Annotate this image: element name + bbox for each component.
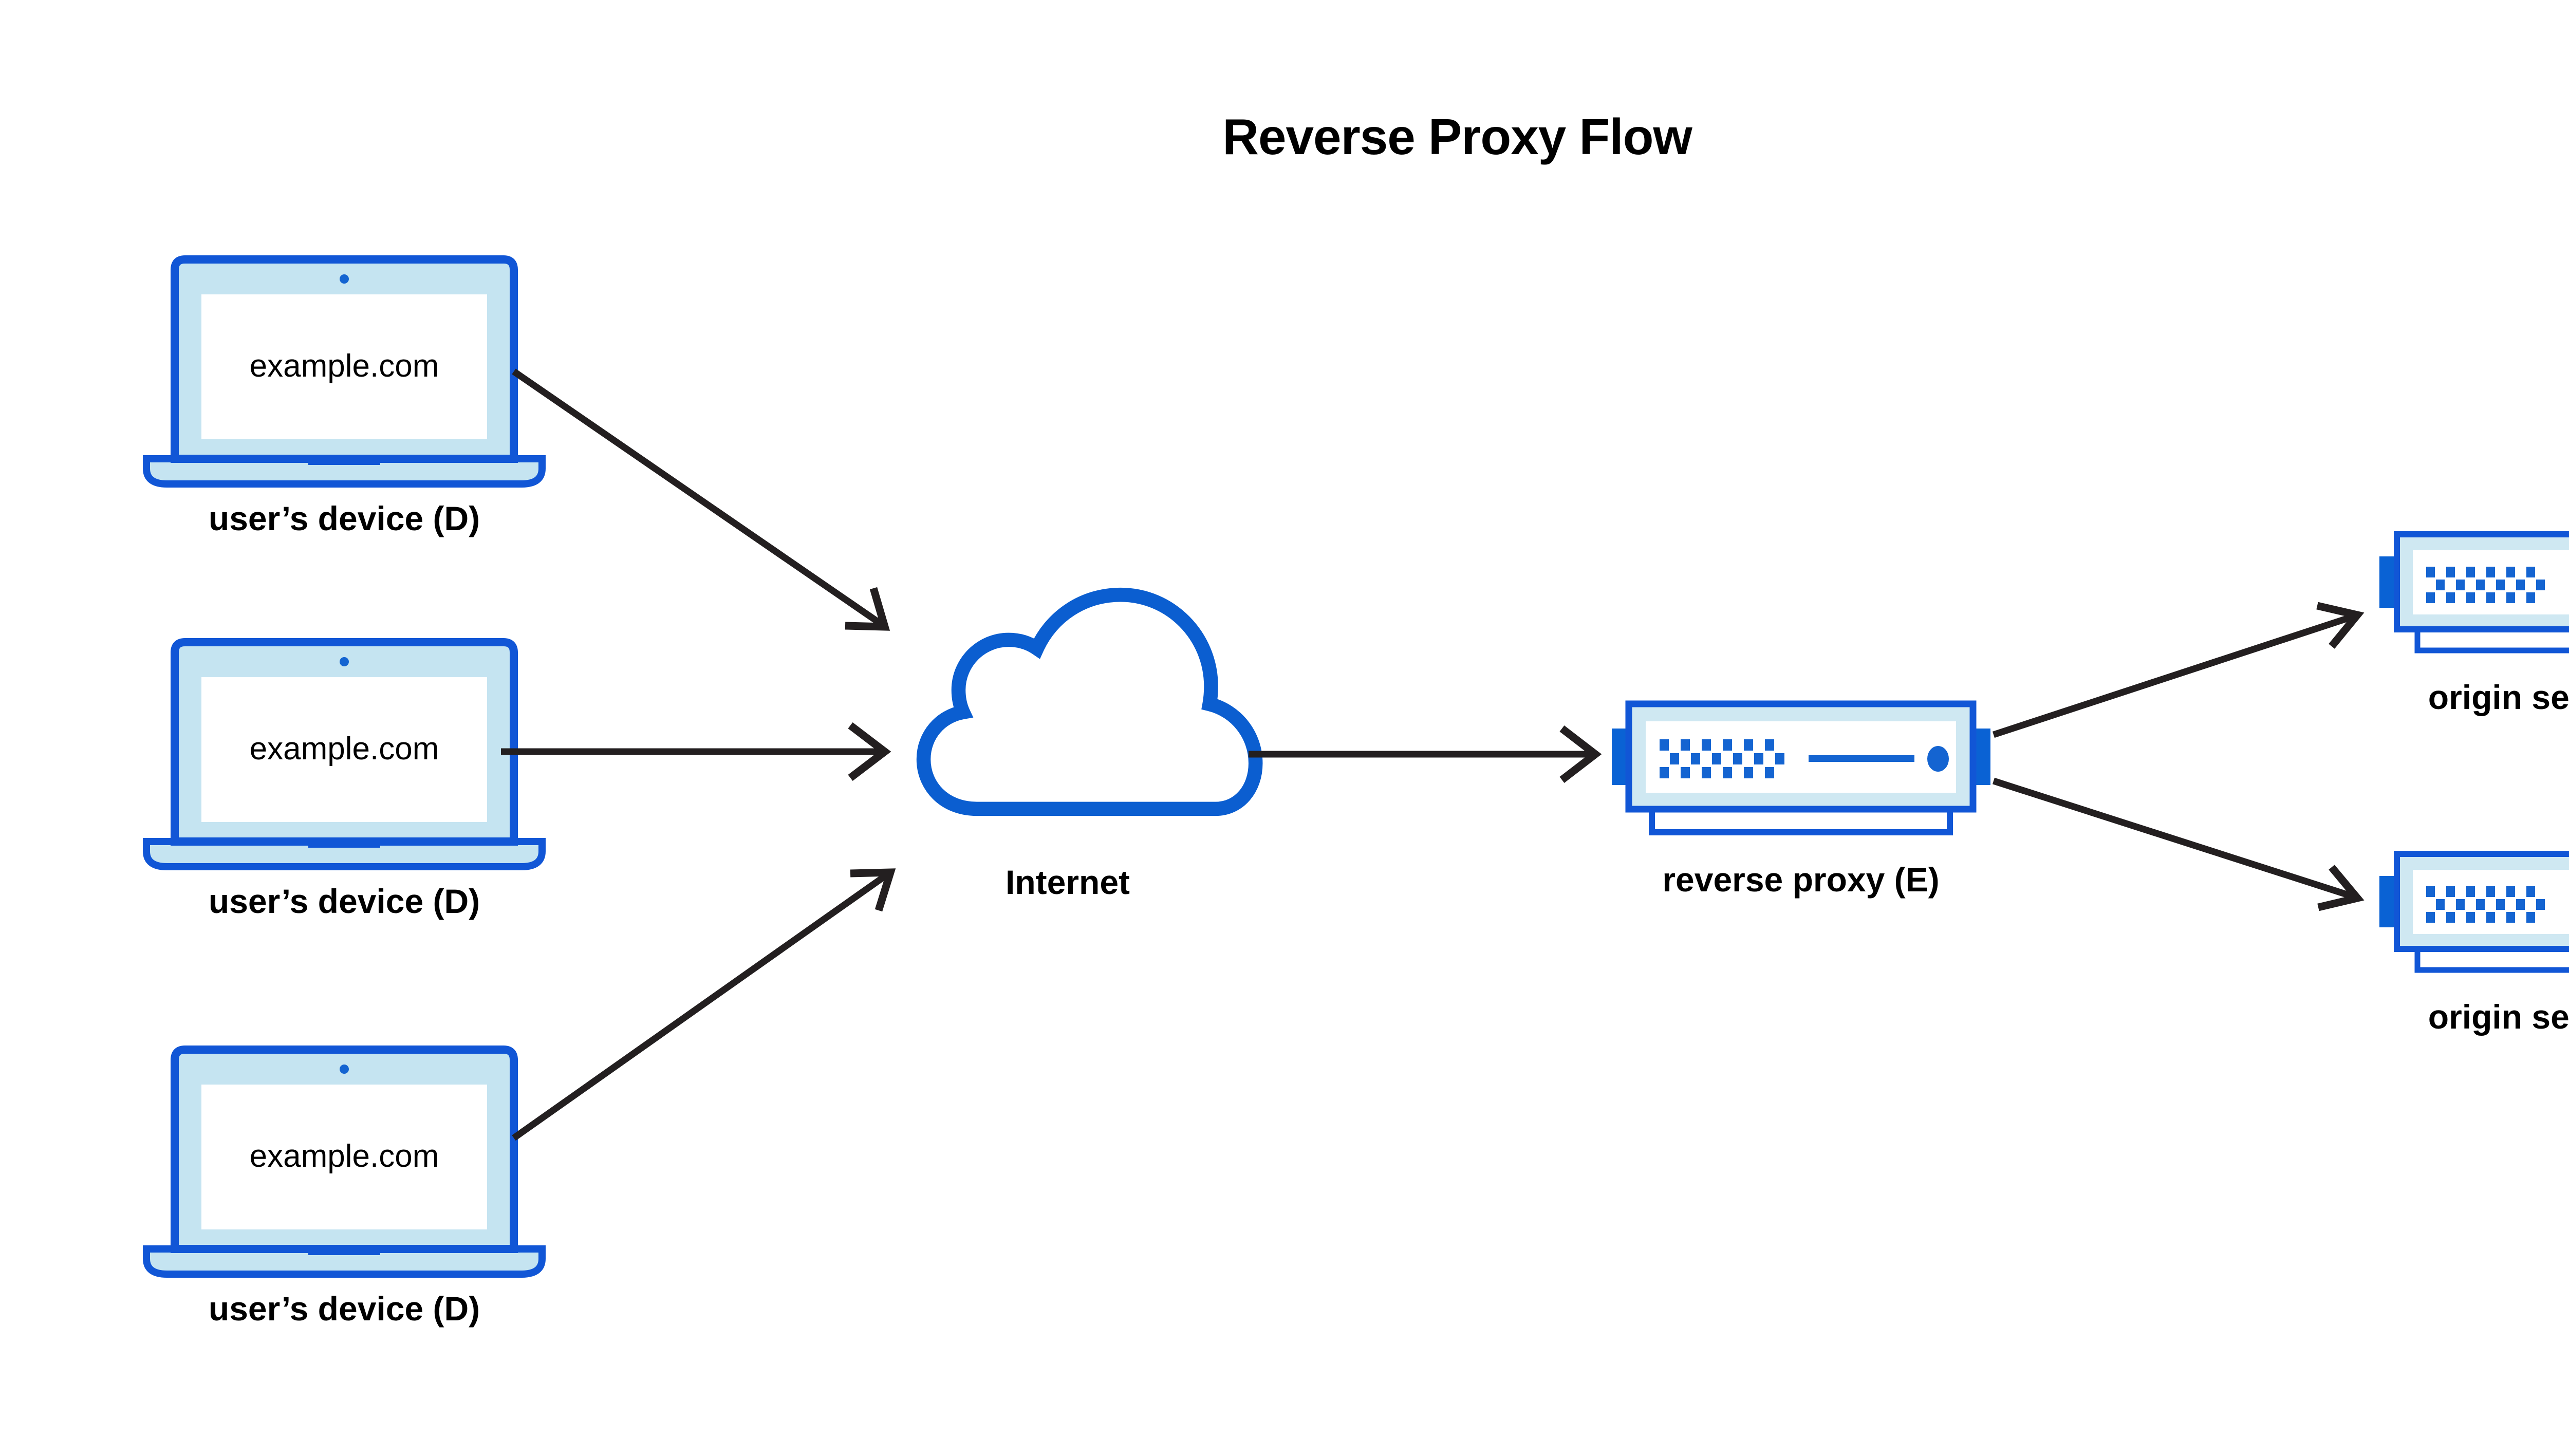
conn-proxy-to-origin-bottom bbox=[1993, 777, 2365, 911]
laptop-screen bbox=[201, 294, 487, 439]
reverse-proxy-label: reverse proxy (E) bbox=[1662, 861, 1939, 899]
internet-label: Internet bbox=[1006, 863, 1130, 901]
origin-bottom: origin server (F) bbox=[2379, 851, 2569, 1036]
device-label: user’s device (D) bbox=[209, 882, 480, 920]
origin-top: origin server (F) bbox=[2379, 531, 2569, 716]
conn-proxy-to-origin-top bbox=[1992, 602, 2365, 738]
device-label: user’s device (D) bbox=[209, 499, 480, 537]
server-vent-grid bbox=[1660, 739, 1784, 778]
server-status-dot bbox=[1927, 746, 1949, 772]
internet-cloud: Internet bbox=[916, 587, 1263, 901]
device-label: user’s device (D) bbox=[209, 1290, 480, 1328]
device-screen-text: example.com bbox=[250, 348, 439, 384]
device-middle: example.com user’s device (D) bbox=[143, 638, 546, 920]
laptop-icon bbox=[143, 255, 546, 488]
laptop-base bbox=[143, 1245, 546, 1278]
device-screen-text: example.com bbox=[250, 731, 439, 767]
server-vent-grid bbox=[2426, 886, 2545, 923]
laptop-base bbox=[143, 455, 546, 488]
server-icon bbox=[1612, 700, 1990, 835]
device-screen-text: example.com bbox=[250, 1138, 439, 1174]
conn-device-bottom-to-internet bbox=[512, 868, 896, 1141]
laptop-camera-icon bbox=[340, 1065, 349, 1074]
reverse-proxy: reverse proxy (E) bbox=[1612, 700, 1990, 899]
conn-device-top-to-internet bbox=[512, 368, 890, 631]
server-icon bbox=[2379, 851, 2569, 973]
page-title: Reverse Proxy Flow bbox=[1222, 108, 1692, 165]
device-bottom: example.com user’s device (D) bbox=[143, 1046, 546, 1328]
origin-server-label: origin server (F) bbox=[2428, 678, 2569, 716]
conn-internet-to-proxy bbox=[1249, 725, 1602, 783]
device-top: example.com user’s device (D) bbox=[143, 255, 546, 537]
laptop-base bbox=[143, 838, 546, 870]
origin-server-label: origin server (F) bbox=[2428, 998, 2569, 1036]
server-status-line bbox=[1809, 755, 1914, 762]
laptop-icon bbox=[143, 638, 546, 870]
laptop-icon bbox=[143, 1046, 546, 1278]
laptop-camera-icon bbox=[340, 657, 349, 666]
server-vent-grid bbox=[2426, 567, 2545, 603]
laptop-screen bbox=[201, 677, 487, 822]
server-icon bbox=[2379, 531, 2569, 654]
laptop-screen bbox=[201, 1085, 487, 1229]
laptop-camera-icon bbox=[340, 274, 349, 284]
cloud-icon bbox=[916, 587, 1263, 816]
conn-device-middle-to-internet bbox=[501, 722, 891, 781]
